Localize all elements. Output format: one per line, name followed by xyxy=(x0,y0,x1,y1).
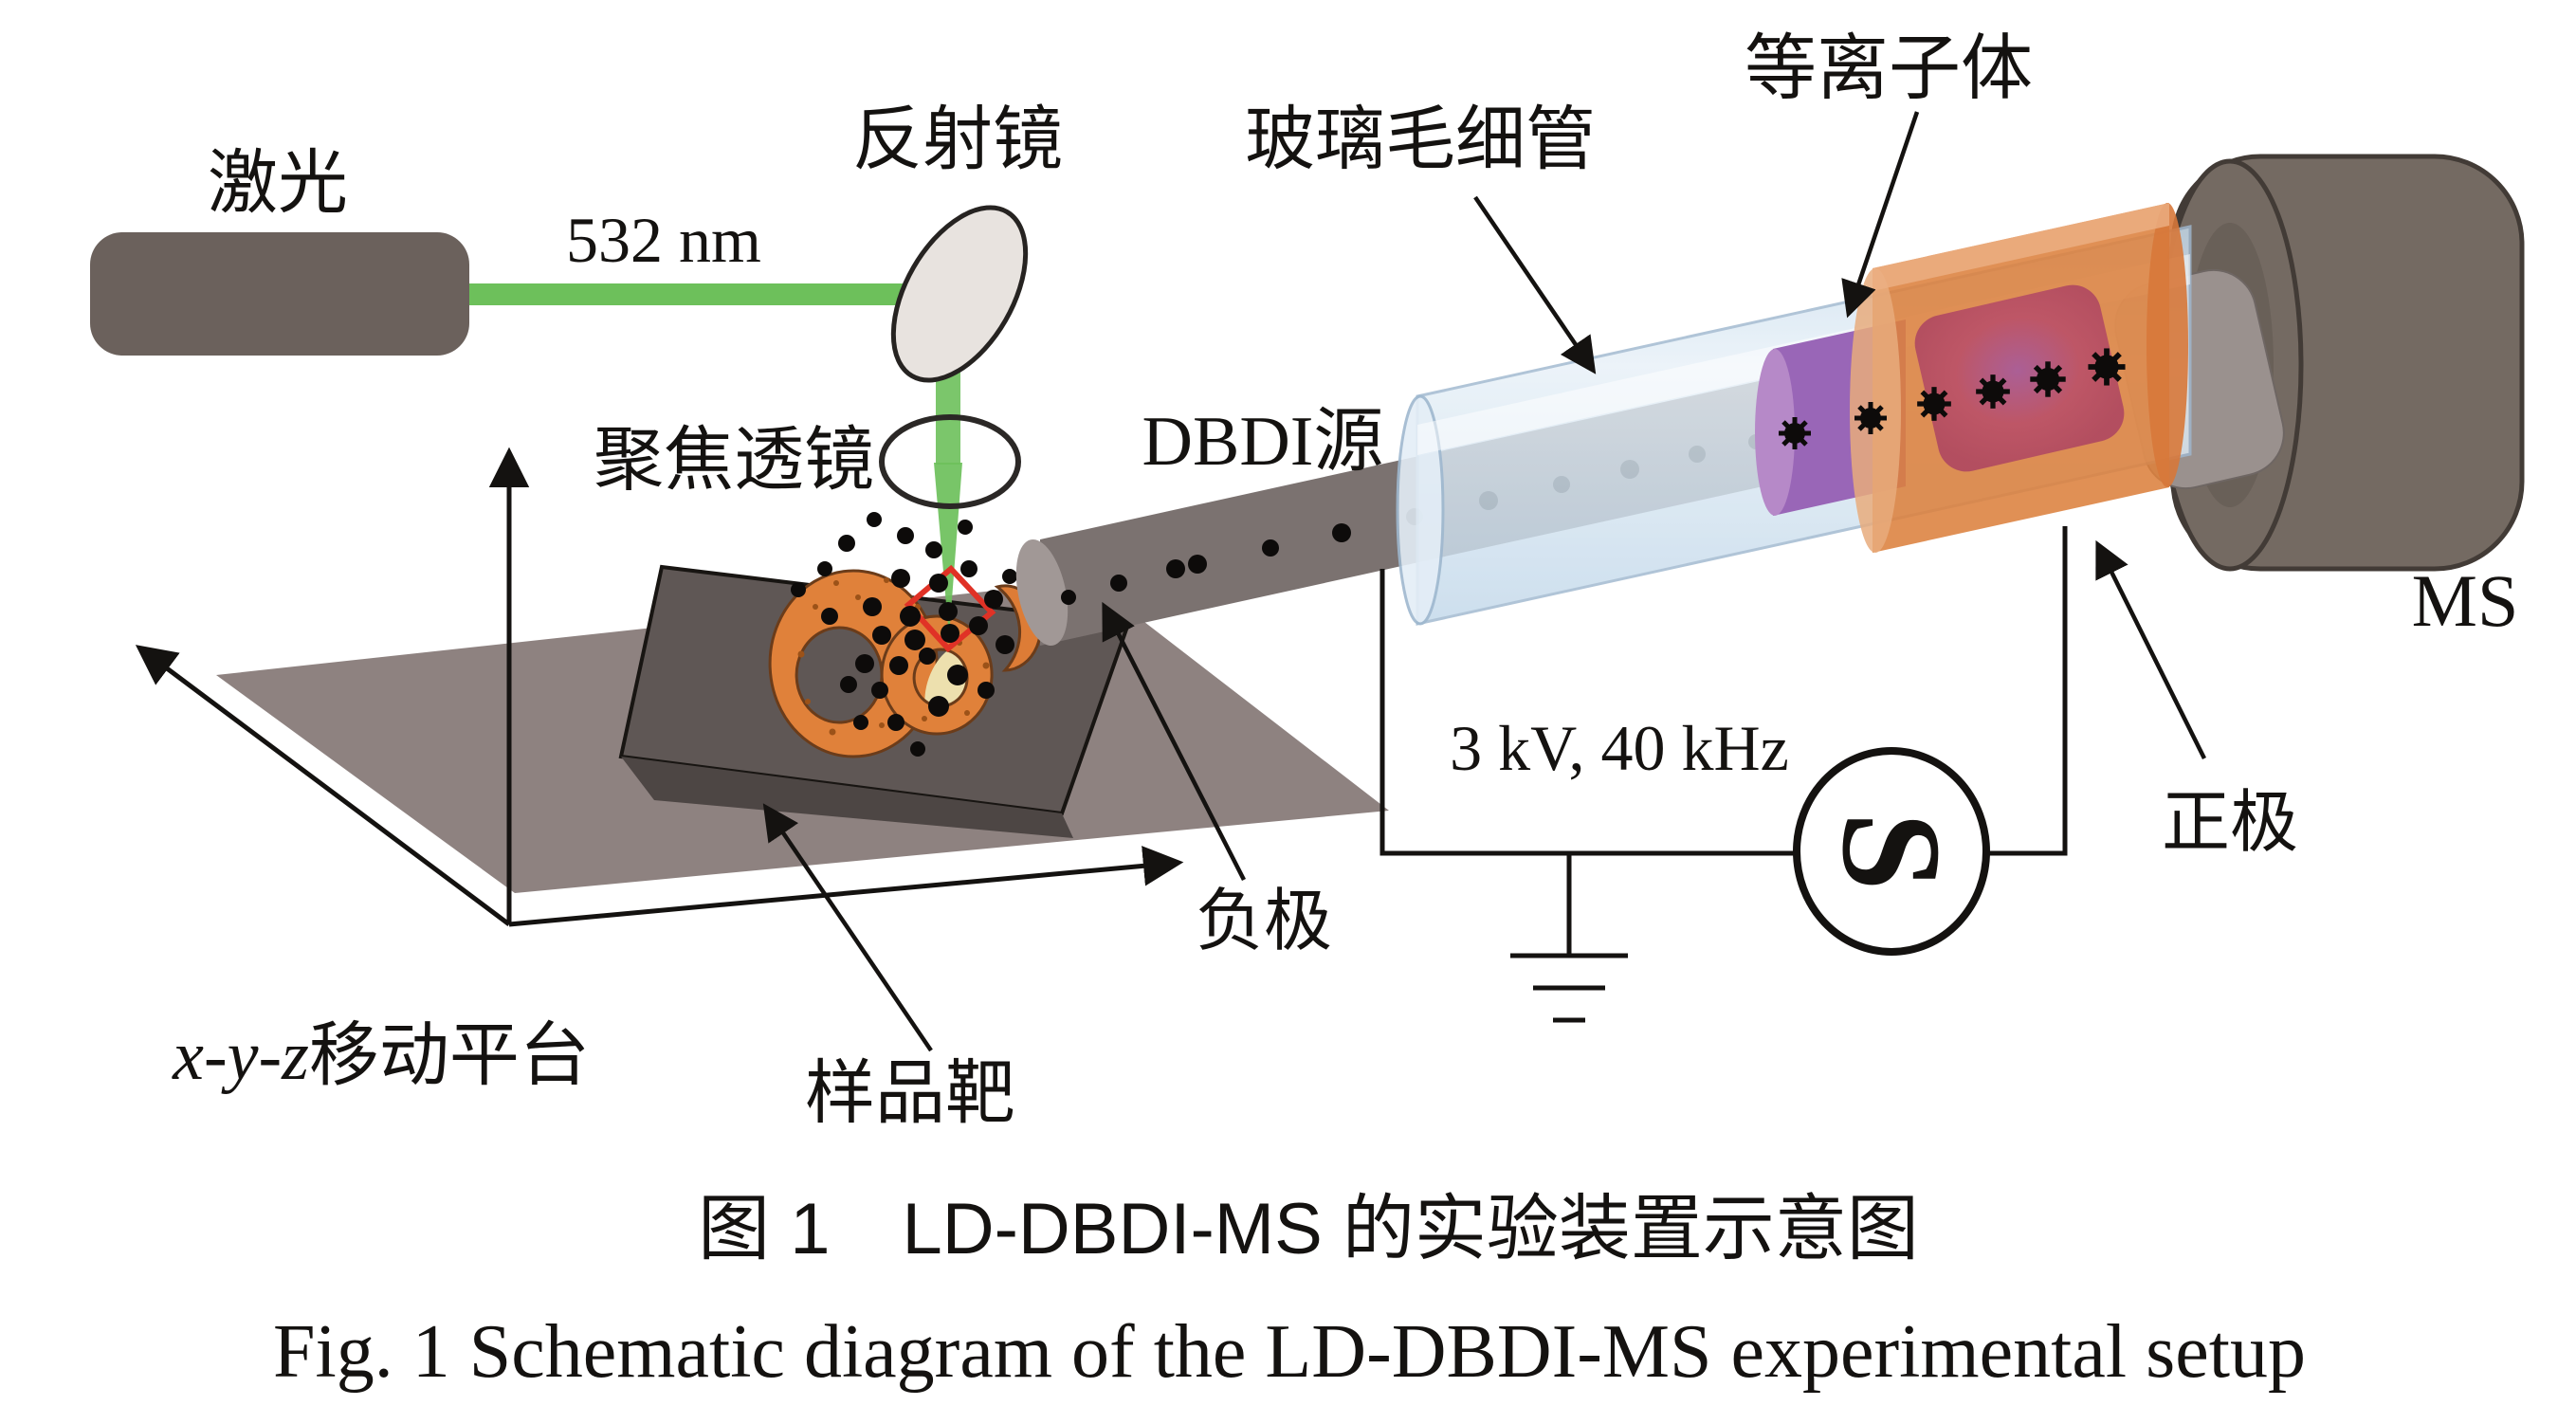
beam-horizontal xyxy=(466,283,959,305)
anode-arrow xyxy=(2095,539,2207,760)
label-ms: MS xyxy=(2412,559,2519,642)
label-cathode: 负极 xyxy=(1196,884,1332,959)
positive-electrode-cylinder xyxy=(1850,203,2188,553)
label-dbdi-source: DBDI源 xyxy=(1142,403,1384,481)
capillary-arrow xyxy=(1473,195,1597,374)
sample-plate-edge xyxy=(621,757,1073,838)
cathode-arrow xyxy=(1102,601,1247,882)
label-laser: 激光 xyxy=(208,143,348,222)
dbdi-tube-end-cap xyxy=(1015,539,1069,646)
circuit-wires xyxy=(1379,526,2068,856)
stage-axis-arrows xyxy=(135,447,1184,927)
label-arrows xyxy=(762,111,2207,1052)
caption-chinese: 图 1 LD-DBDI-MS 的实验装置示意图 xyxy=(698,1189,1919,1269)
ac-source-symbol: S xyxy=(1813,812,1970,890)
target-arrow xyxy=(762,803,933,1052)
label-sample-target: 样品靶 xyxy=(805,1053,1015,1132)
glass-capillary-end-cap xyxy=(1396,394,1445,626)
label-capillary: 玻璃毛细管 xyxy=(1245,100,1596,178)
electrode-top-highlight xyxy=(1873,203,2169,291)
plasma-arrow xyxy=(1841,111,1920,319)
label-stage: x-y-z移动平台 xyxy=(172,1015,590,1095)
electrode-core xyxy=(1914,284,2125,472)
ablation-plume-particles xyxy=(791,512,1017,757)
label-anode: 正极 xyxy=(2162,785,2298,861)
laser-box xyxy=(90,232,469,356)
focusing-lens xyxy=(879,414,1021,509)
ablation-spot-marker xyxy=(904,564,996,653)
label-mirror: 反射镜 xyxy=(852,100,1063,178)
y-axis-arrow xyxy=(135,645,511,927)
caption-english: Fig. 1 Schematic diagram of the LD-DBDI-… xyxy=(273,1310,2306,1394)
label-plasma: 等离子体 xyxy=(1745,28,2033,109)
label-lens: 聚焦透镜 xyxy=(594,420,874,499)
label-stage-name: 移动平台 xyxy=(309,1015,590,1094)
ground-symbol xyxy=(1510,853,1628,1023)
x-axis-arrow xyxy=(508,846,1184,927)
ac-source: S xyxy=(1793,747,1990,956)
mirror xyxy=(890,205,1029,383)
hv-circuit xyxy=(1379,526,2068,1023)
label-stage-axes: x-y-z xyxy=(172,1017,309,1095)
label-wavelength: 532 nm xyxy=(566,204,761,276)
label-voltage: 3 kV, 40 kHz xyxy=(1450,712,1789,784)
